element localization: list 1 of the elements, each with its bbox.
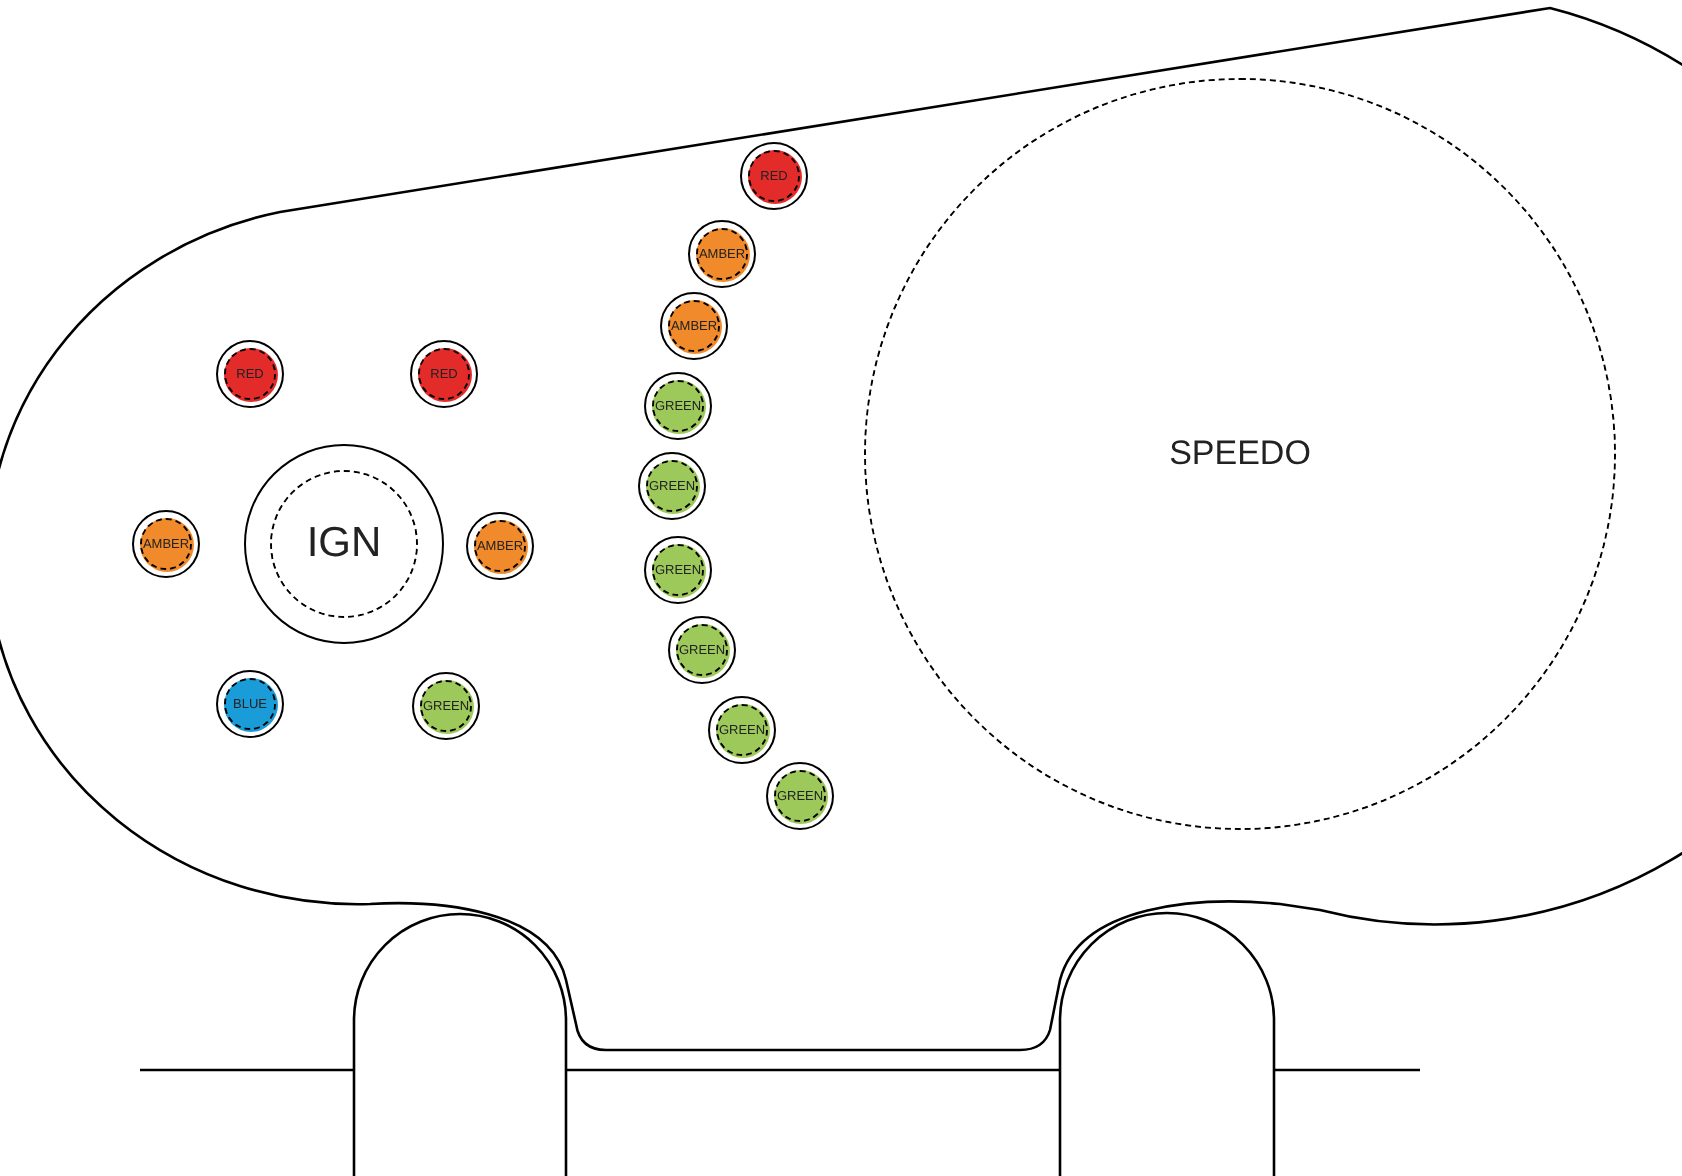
- speedometer-dial: SPEEDO: [864, 78, 1616, 830]
